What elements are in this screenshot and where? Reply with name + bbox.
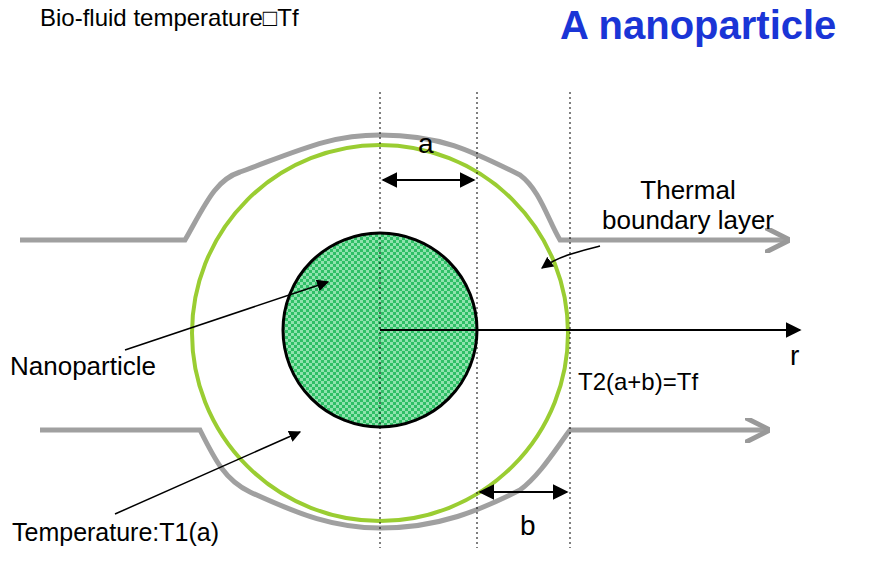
fluid-temperature-label: Bio-fluid temperature□Tf: [40, 4, 299, 32]
nanoparticle-label: Nanoparticle: [10, 352, 156, 382]
leader-line: [542, 246, 600, 268]
thickness-label: b: [520, 510, 536, 542]
guide-line: [570, 92, 571, 548]
radial-axis: [380, 329, 800, 331]
dimension-arrow: [383, 179, 474, 181]
boundary-condition-label: T2(a+b)=Tf: [578, 368, 698, 396]
radius-label: a: [418, 128, 434, 160]
flow-line: [40, 430, 765, 528]
guide-line: [477, 92, 478, 548]
leader-line: [125, 282, 328, 350]
diagram-title: A nanoparticle: [560, 2, 836, 48]
guide-line: [380, 92, 381, 548]
dimension-arrow: [480, 491, 567, 493]
leader-line: [115, 432, 300, 514]
axis-label: r: [790, 340, 799, 372]
surface-temperature-label: Temperature:T1(a): [12, 518, 219, 547]
boundary-layer-label: Thermal boundary layer: [588, 176, 788, 236]
